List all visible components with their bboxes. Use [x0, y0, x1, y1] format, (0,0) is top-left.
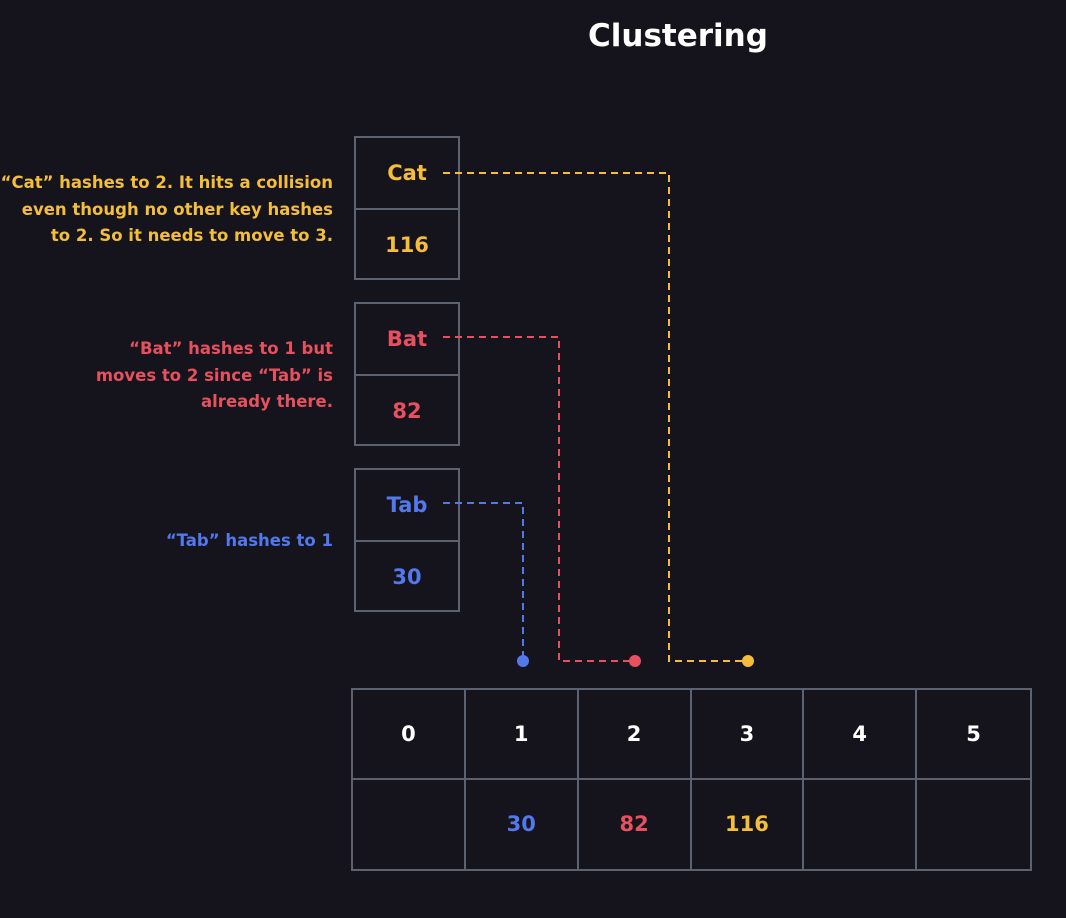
tab-key: Tab — [356, 470, 458, 542]
tab-value: 30 — [392, 565, 422, 589]
cat-connector — [443, 172, 748, 662]
bat-connector — [443, 336, 635, 662]
index-cell: 1 — [465, 690, 579, 780]
value-cell: 116 — [692, 779, 805, 869]
tab-entry-box: Tab 30 — [354, 468, 460, 612]
bat-key: Bat — [356, 304, 458, 376]
value-cell: 82 — [579, 779, 692, 869]
hash-table: 0 1 2 3 4 5 30 82 116 — [351, 688, 1032, 871]
value-cell — [917, 780, 1030, 870]
bat-note-line: moves to 2 since “Tab” is — [95, 365, 333, 385]
index-cell: 2 — [578, 690, 692, 780]
cat-endpoint — [742, 655, 754, 667]
value-cell — [353, 779, 466, 869]
cat-note-line: “Cat” hashes to 2. It hits a collision — [0, 173, 333, 192]
bat-entry-box: Bat 82 — [354, 302, 460, 446]
tab-note: “Tab” hashes to 1 — [166, 528, 333, 555]
tab-endpoint — [517, 655, 529, 667]
bat-endpoint — [629, 655, 641, 667]
cat-note-line: even though no other key hashes — [21, 199, 333, 219]
index-cell: 3 — [691, 690, 805, 780]
index-cell: 4 — [804, 690, 918, 780]
index-cell: 0 — [353, 690, 466, 780]
bat-note-line: “Bat” hashes to 1 but — [129, 339, 333, 358]
cat-value: 116 — [385, 233, 429, 257]
value-cell: 30 — [466, 779, 579, 869]
diagram-title: Clustering — [588, 18, 768, 54]
bat-note-line: already there. — [201, 392, 333, 411]
cat-entry-box: Cat 116 — [354, 136, 460, 280]
tab-note-line: “Tab” hashes to 1 — [165, 531, 333, 550]
bat-note: “Bat” hashes to 1 but moves to 2 since “… — [96, 336, 333, 416]
value-cell — [804, 779, 918, 869]
tab-connector — [443, 502, 524, 661]
bat-value: 82 — [392, 399, 422, 423]
cat-note-line: to 2. So it needs to move to 3. — [50, 226, 333, 245]
cat-note: “Cat” hashes to 2. It hits a collision e… — [1, 170, 333, 250]
cat-key: Cat — [356, 138, 458, 210]
index-cell: 5 — [917, 690, 1030, 780]
